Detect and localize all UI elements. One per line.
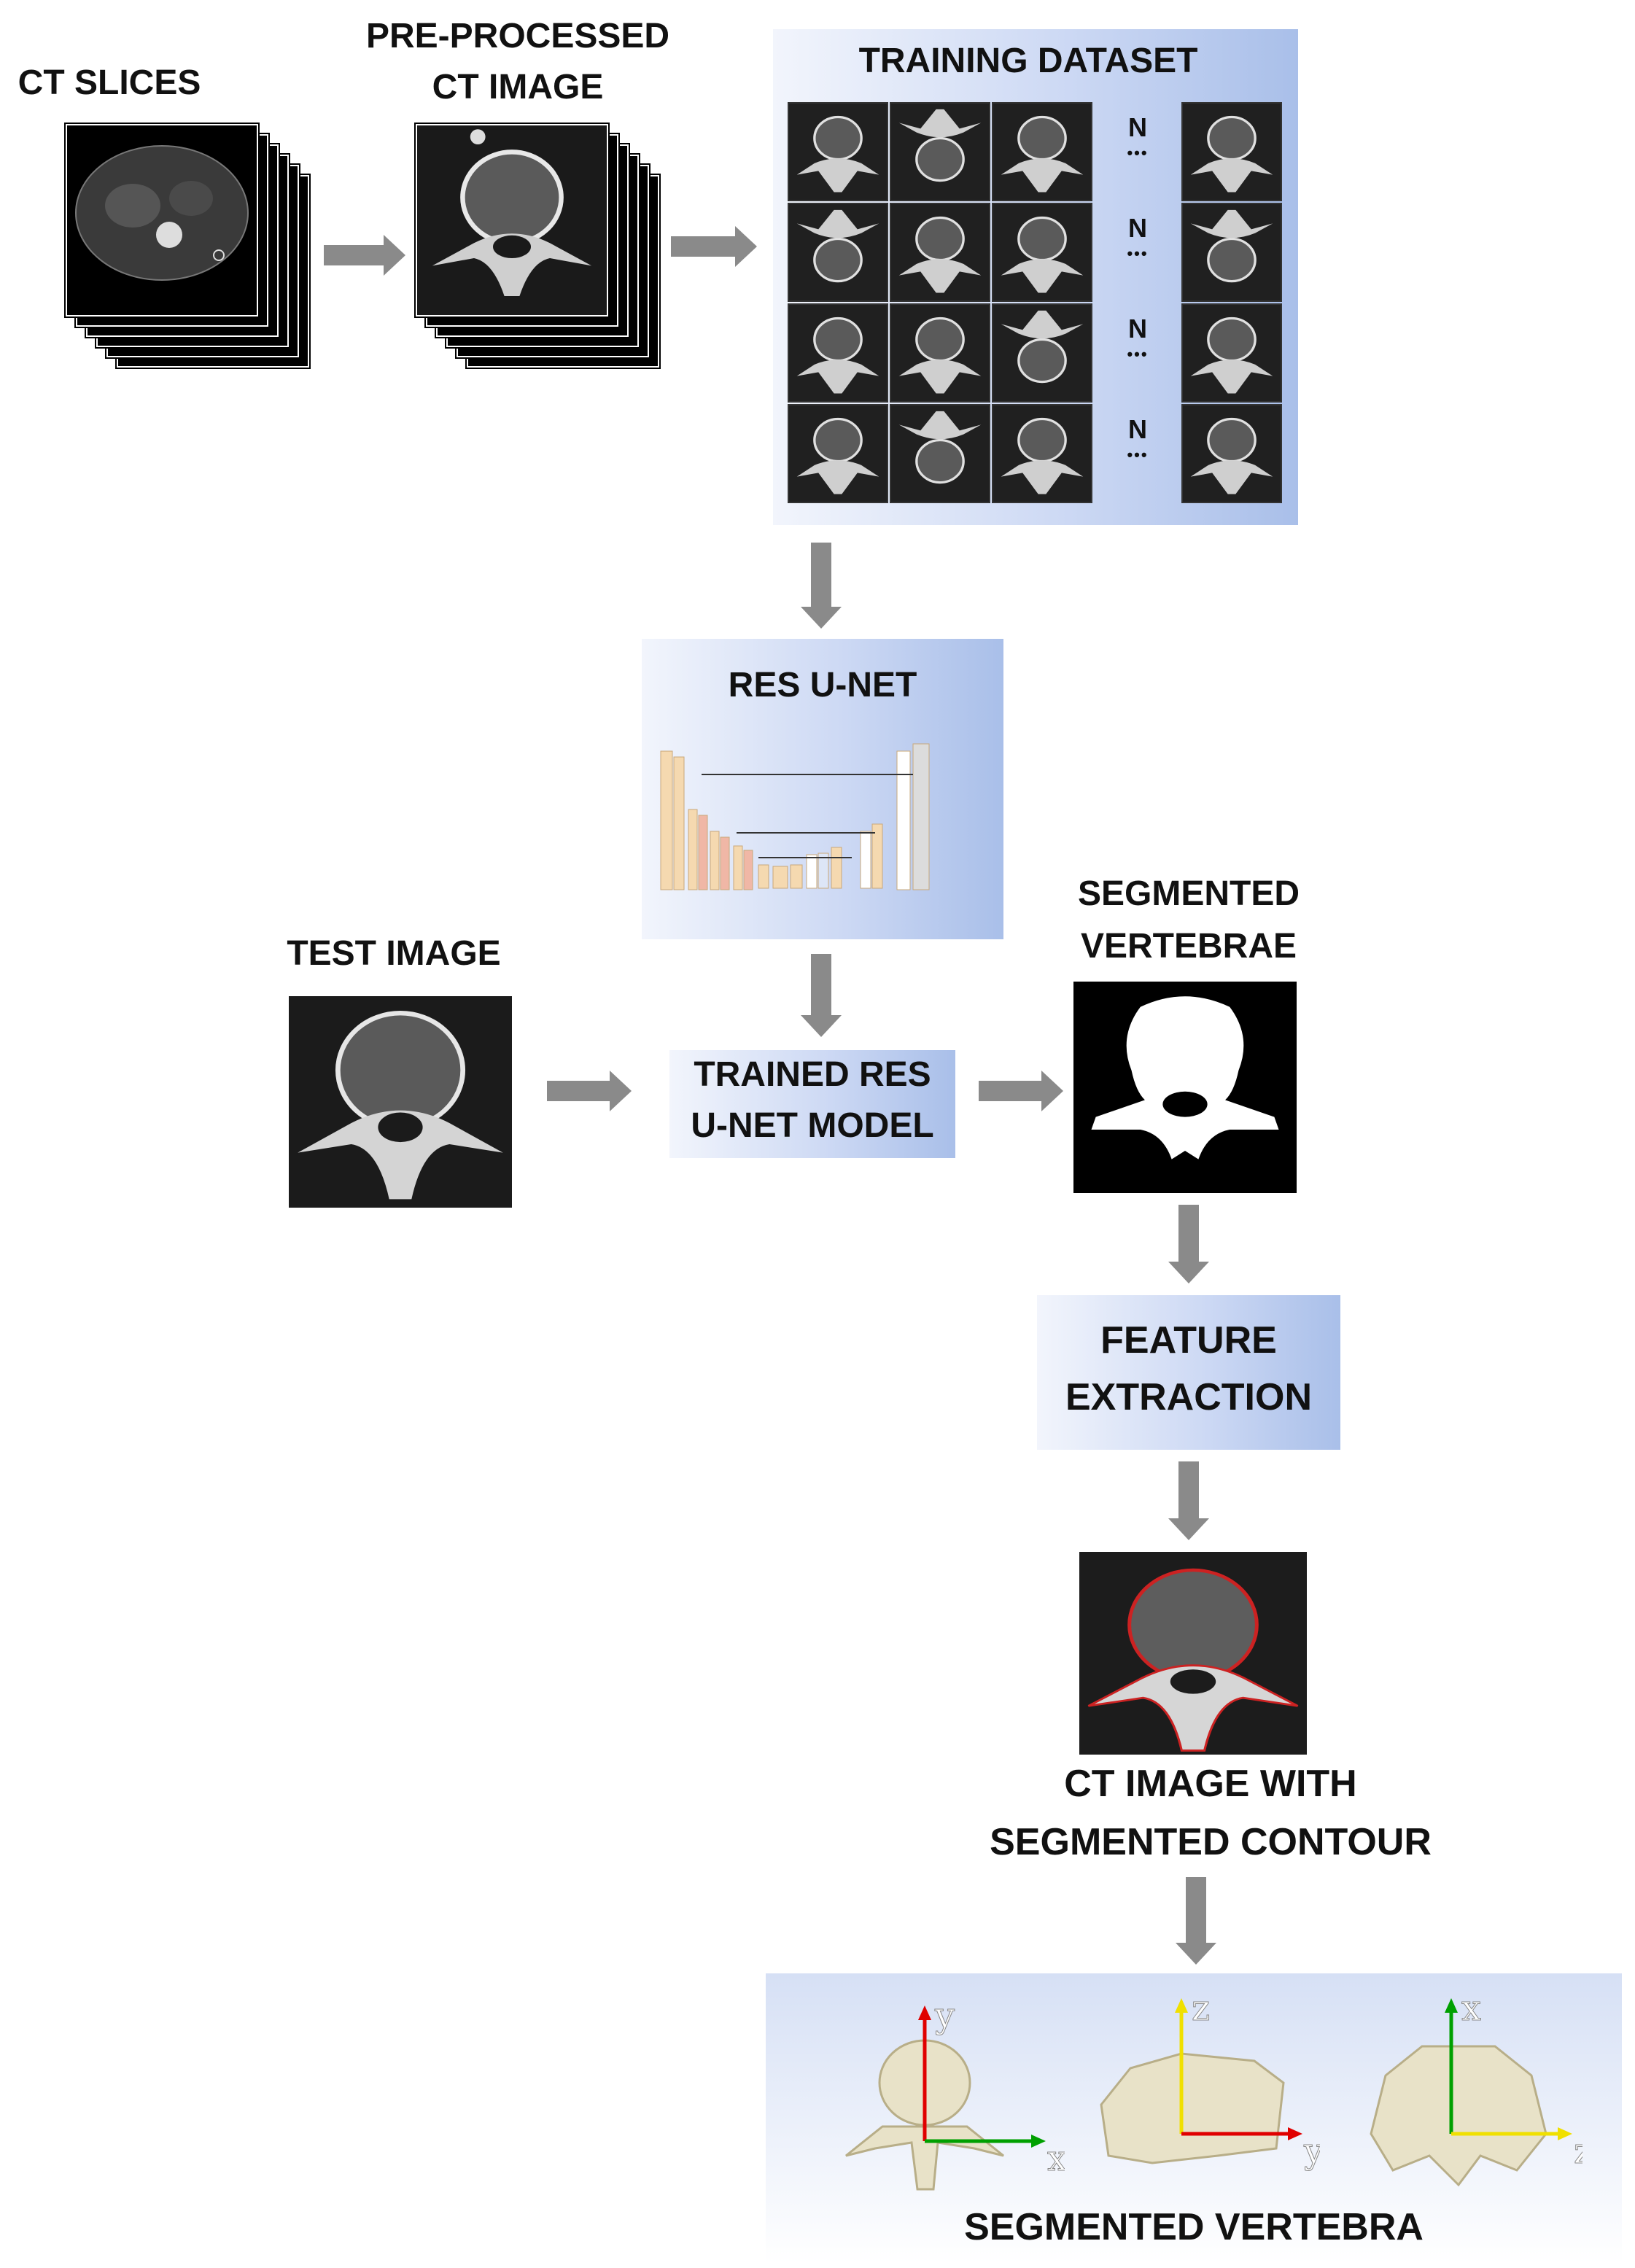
unet-layer-block xyxy=(912,743,930,890)
test-image xyxy=(289,996,512,1208)
trained-model-label: TRAINED RES xyxy=(694,1055,931,1094)
training-grid: N•••N•••N•••N••• xyxy=(788,102,1291,510)
flow-arrow xyxy=(1176,1877,1216,1965)
trained-model-label-2: U-NET MODEL xyxy=(691,1106,934,1145)
unet-layer-block xyxy=(758,864,769,889)
vertebra-ct-icon xyxy=(417,125,607,315)
segmented-vertebrae-label: SEGMENTED xyxy=(1077,874,1300,913)
training-thumbnail xyxy=(890,404,990,503)
axis-label-horizontal: z xyxy=(1574,2131,1582,2172)
res-unet-architecture-icon xyxy=(660,743,930,890)
preprocessed-label: PRE-PROCESSED xyxy=(365,17,670,55)
training-thumbnail xyxy=(992,102,1092,201)
training-row-marker: N xyxy=(1128,314,1147,343)
res-unet-title: RES U-NET xyxy=(728,666,917,704)
unet-layer-block xyxy=(871,823,883,889)
unet-layer-block xyxy=(818,853,829,889)
vertebra-view: yx xyxy=(845,1995,1065,2191)
training-thumbnail xyxy=(992,203,1092,302)
training-thumbnail xyxy=(890,102,990,201)
trained-model-box xyxy=(669,1050,955,1158)
training-row-marker: N xyxy=(1128,213,1147,243)
training-row-marker: N xyxy=(1128,414,1147,444)
training-thumbnail xyxy=(788,203,888,302)
training-thumbnail xyxy=(890,203,990,302)
unet-layer-block xyxy=(806,854,818,889)
contour-label: CT IMAGE WITH xyxy=(1064,1763,1357,1805)
flow-arrow xyxy=(324,235,405,276)
flow-arrow xyxy=(801,954,842,1037)
feature-extraction-label: FEATURE xyxy=(1100,1319,1277,1362)
feature-extraction-box xyxy=(1037,1295,1340,1450)
axis-label-vertical: y xyxy=(934,1995,955,2036)
segmented-vertebrae-label-2: VERTEBRAE xyxy=(1080,927,1297,966)
unet-layer-block xyxy=(772,866,788,889)
training-row-ellipsis: ••• xyxy=(1127,446,1149,464)
flow-arrow xyxy=(801,543,842,629)
unet-layer-block xyxy=(660,750,673,890)
training-row-ellipsis: ••• xyxy=(1127,244,1149,263)
test-image-label: TEST IMAGE xyxy=(287,934,501,973)
preprocessed-label-2: CT IMAGE xyxy=(432,68,604,106)
training-thumbnail xyxy=(1181,404,1282,503)
ct-slices-stack xyxy=(58,117,314,372)
training-row-ellipsis: ••• xyxy=(1127,345,1149,363)
segmented-vertebra-label: SEGMENTED VERTEBRA xyxy=(964,2206,1424,2248)
flow-arrow xyxy=(1168,1461,1209,1540)
vertebra-view: xz xyxy=(1370,1988,1582,2187)
training-thumbnail xyxy=(992,303,1092,403)
unet-layer-block xyxy=(673,756,685,890)
unet-layer-block xyxy=(733,845,743,890)
training-thumbnail xyxy=(1181,303,1282,403)
contour-label-2: SEGMENTED CONTOUR xyxy=(990,1821,1432,1863)
abdominal-ct-icon xyxy=(75,145,249,281)
training-thumbnail xyxy=(788,303,888,403)
training-thumbnail xyxy=(890,303,990,403)
training-thumbnail xyxy=(1181,102,1282,201)
feature-extraction-label-2: EXTRACTION xyxy=(1065,1376,1312,1418)
axis-label-horizontal: y xyxy=(1303,2131,1320,2172)
training-thumbnail xyxy=(992,404,1092,503)
unet-layer-block xyxy=(743,850,753,890)
training-row-marker: N xyxy=(1128,112,1147,142)
preprocessed-stack xyxy=(408,117,664,372)
ct-slices-label: CT SLICES xyxy=(18,63,201,102)
training-thumbnail xyxy=(788,102,888,201)
training-dataset-title: TRAINING DATASET xyxy=(858,42,1198,80)
axis-label-vertical: x xyxy=(1461,1988,1481,2029)
training-row-ellipsis: ••• xyxy=(1127,144,1149,162)
flow-arrow xyxy=(1168,1205,1209,1283)
unet-layer-block xyxy=(698,815,708,890)
unet-layer-block xyxy=(790,864,803,889)
flow-arrow xyxy=(547,1071,632,1111)
vertebra-view: zy xyxy=(1100,1988,1320,2172)
axis-label-vertical: z xyxy=(1192,1988,1210,2029)
unet-layer-block xyxy=(688,809,698,890)
unet-layer-block xyxy=(860,831,871,889)
flow-arrow xyxy=(671,226,757,267)
contour-overlay-image xyxy=(1079,1552,1307,1755)
axis-label-horizontal: x xyxy=(1047,2138,1065,2179)
segmentation-mask-image xyxy=(1073,982,1297,1193)
training-thumbnail xyxy=(1181,203,1282,302)
unet-layer-block xyxy=(710,831,720,890)
unet-layer-block xyxy=(896,750,911,890)
training-thumbnail xyxy=(788,404,888,503)
unet-layer-block xyxy=(720,836,730,890)
flow-arrow xyxy=(979,1071,1063,1111)
vertebra-3d-views: yxzyxz xyxy=(766,1973,1622,2192)
